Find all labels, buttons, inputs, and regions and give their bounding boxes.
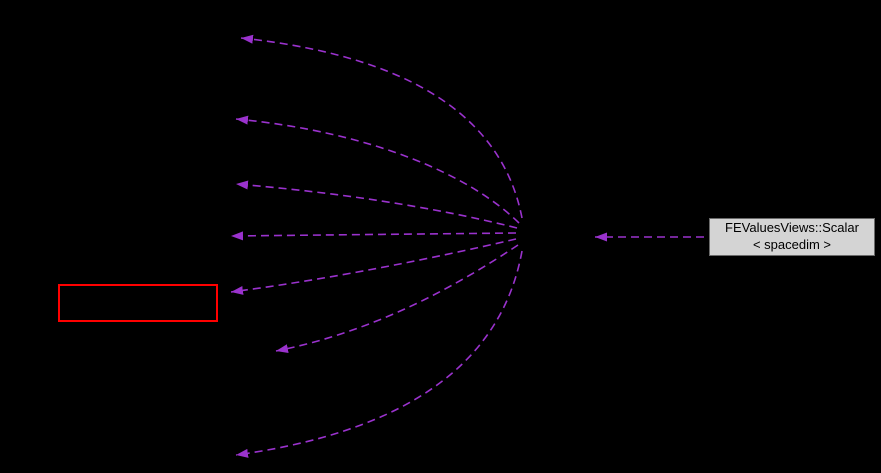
dashed-edge-7: [235, 250, 523, 458]
node-label-line2: < spacedim >: [752, 237, 832, 252]
node-fevaluesviews-scalar[interactable]: FEValuesViews::Scalar < spacedim >: [709, 218, 875, 256]
dashed-edge-5: [230, 238, 517, 295]
dashed-edge-1: [240, 34, 523, 219]
dashed-edge-6: [275, 244, 519, 354]
dashed-edge-4: [230, 231, 517, 241]
dashed-edge-3: [235, 180, 518, 229]
dashed-edge-2: [235, 115, 520, 224]
current-node-box: [58, 284, 218, 322]
node-label-line1: FEValuesViews::Scalar: [725, 220, 859, 236]
